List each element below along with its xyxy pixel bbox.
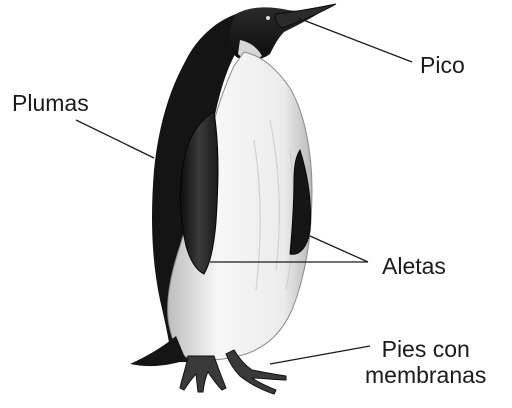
flipper-leader-line-back (310, 236, 368, 262)
eye-dot (266, 16, 270, 20)
label-flippers: Aletas (382, 253, 446, 279)
label-webbed-feet: Pies con membranas (365, 336, 486, 388)
feathers-leader-line (76, 120, 154, 158)
label-webbed-feet-line1: Pies con (365, 336, 486, 362)
label-beak: Pico (420, 52, 465, 78)
feet-leader-line (270, 346, 370, 364)
beak-leader-line (298, 18, 412, 62)
label-feathers: Plumas (12, 90, 89, 116)
right-foot (226, 350, 286, 394)
left-foot (180, 356, 226, 392)
beak-shape (275, 4, 336, 28)
label-webbed-feet-line2: membranas (365, 362, 486, 388)
tail (130, 336, 186, 366)
